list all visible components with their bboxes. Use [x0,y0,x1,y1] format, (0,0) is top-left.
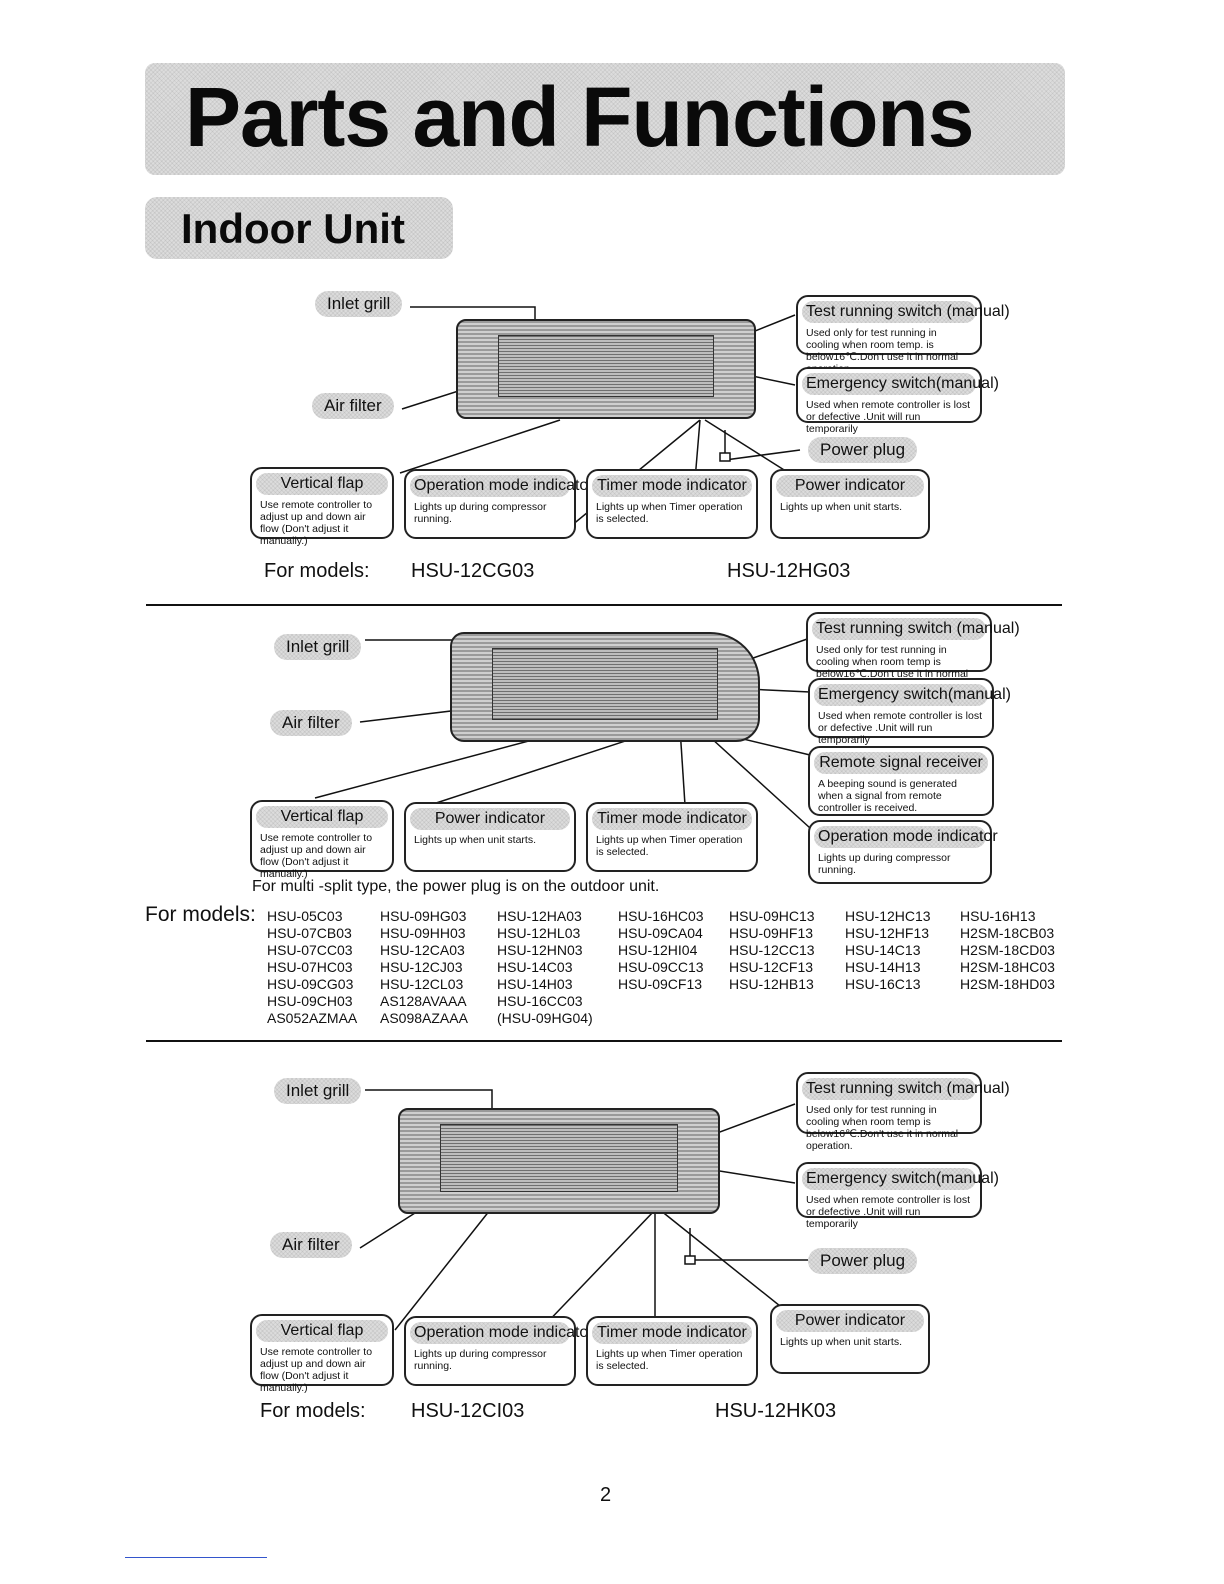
air-filter-label: Air filter [270,710,352,736]
section-title: Indoor Unit [181,205,405,252]
section1-model-1: HSU-12CG03 [411,560,535,582]
section2-for-models-label: For models: [145,903,256,926]
air-filter-label: Air filter [312,393,394,419]
callout-test-running-switch: Test running switch (manual) Used only f… [796,1072,1010,1152]
multi-split-note: For multi -split type, the power plug is… [252,878,660,895]
page-title: Parts and Functions [185,70,974,164]
power-plug-label: Power plug [808,1248,917,1274]
callout-test-running-switch: Test running switch (manual) Used only f… [806,612,1020,692]
air-filter-label: Air filter [270,1232,352,1258]
callout-emergency-switch: Emergency switch(manual) Used when remot… [796,367,999,435]
callout-timer-mode-indicator: Timer mode indicator Lights up when Time… [586,802,758,872]
power-plug-label: Power plug [808,437,917,463]
callout-vertical-flap: Vertical flap Use remote controller to a… [250,467,394,547]
indoor-unit-image-2 [450,632,760,742]
section3-model-1: HSU-12CI03 [411,1400,525,1422]
callout-power-indicator: Power indicator Lights up when unit star… [770,469,930,539]
section3-for-models-label: For models: [260,1400,366,1422]
callout-vertical-flap: Vertical flap Use remote controller to a… [250,800,394,880]
callout-emergency-switch: Emergency switch(manual) Used when remot… [808,678,1011,746]
section1-for-models-label: For models: [264,560,370,582]
callout-test-running-switch: Test running switch (manual) Used only f… [796,295,1010,375]
subtitle-banner: Indoor Unit [145,197,453,259]
callout-remote-signal-receiver: Remote signal receiver A beeping sound i… [808,746,994,816]
title-banner: Parts and Functions [145,63,1065,175]
diagram-2: Inlet grill Air filter Test running swit… [140,610,1080,884]
diagram-3: Inlet grill Air filter Power plug Test r… [140,1068,1080,1394]
page-number: 2 [600,1484,612,1506]
callout-power-indicator: Power indicator Lights up when unit star… [404,802,576,872]
inlet-grill-label: Inlet grill [274,1078,361,1104]
callout-vertical-flap: Vertical flap Use remote controller to a… [250,1314,394,1394]
inlet-grill-label: Inlet grill [274,634,361,660]
callout-operation-mode-indicator: Operation mode indicator Lights up durin… [808,820,998,884]
callout-operation-mode-indicator: Operation mode indicator Lights up durin… [404,1316,594,1386]
callout-emergency-switch: Emergency switch(manual) Used when remot… [796,1162,999,1230]
section3-model-2: HSU-12HK03 [715,1400,837,1422]
callout-operation-mode-indicator: Operation mode indicator Lights up durin… [404,469,594,539]
callout-power-indicator: Power indicator Lights up when unit star… [770,1304,930,1374]
callout-timer-mode-indicator: Timer mode indicator Lights up when Time… [586,469,758,539]
section-divider-2 [146,1040,1062,1042]
section1-model-2: HSU-12HG03 [727,560,851,582]
indoor-unit-image-3 [398,1108,720,1214]
diagram-1: Inlet grill Air filter Power plug Test r… [140,285,1080,547]
callout-timer-mode-indicator: Timer mode indicator Lights up when Time… [586,1316,758,1386]
footnote-rule [125,1557,267,1558]
section-divider-1 [146,604,1062,606]
inlet-grill-label: Inlet grill [315,291,402,317]
indoor-unit-image-1 [456,319,756,419]
